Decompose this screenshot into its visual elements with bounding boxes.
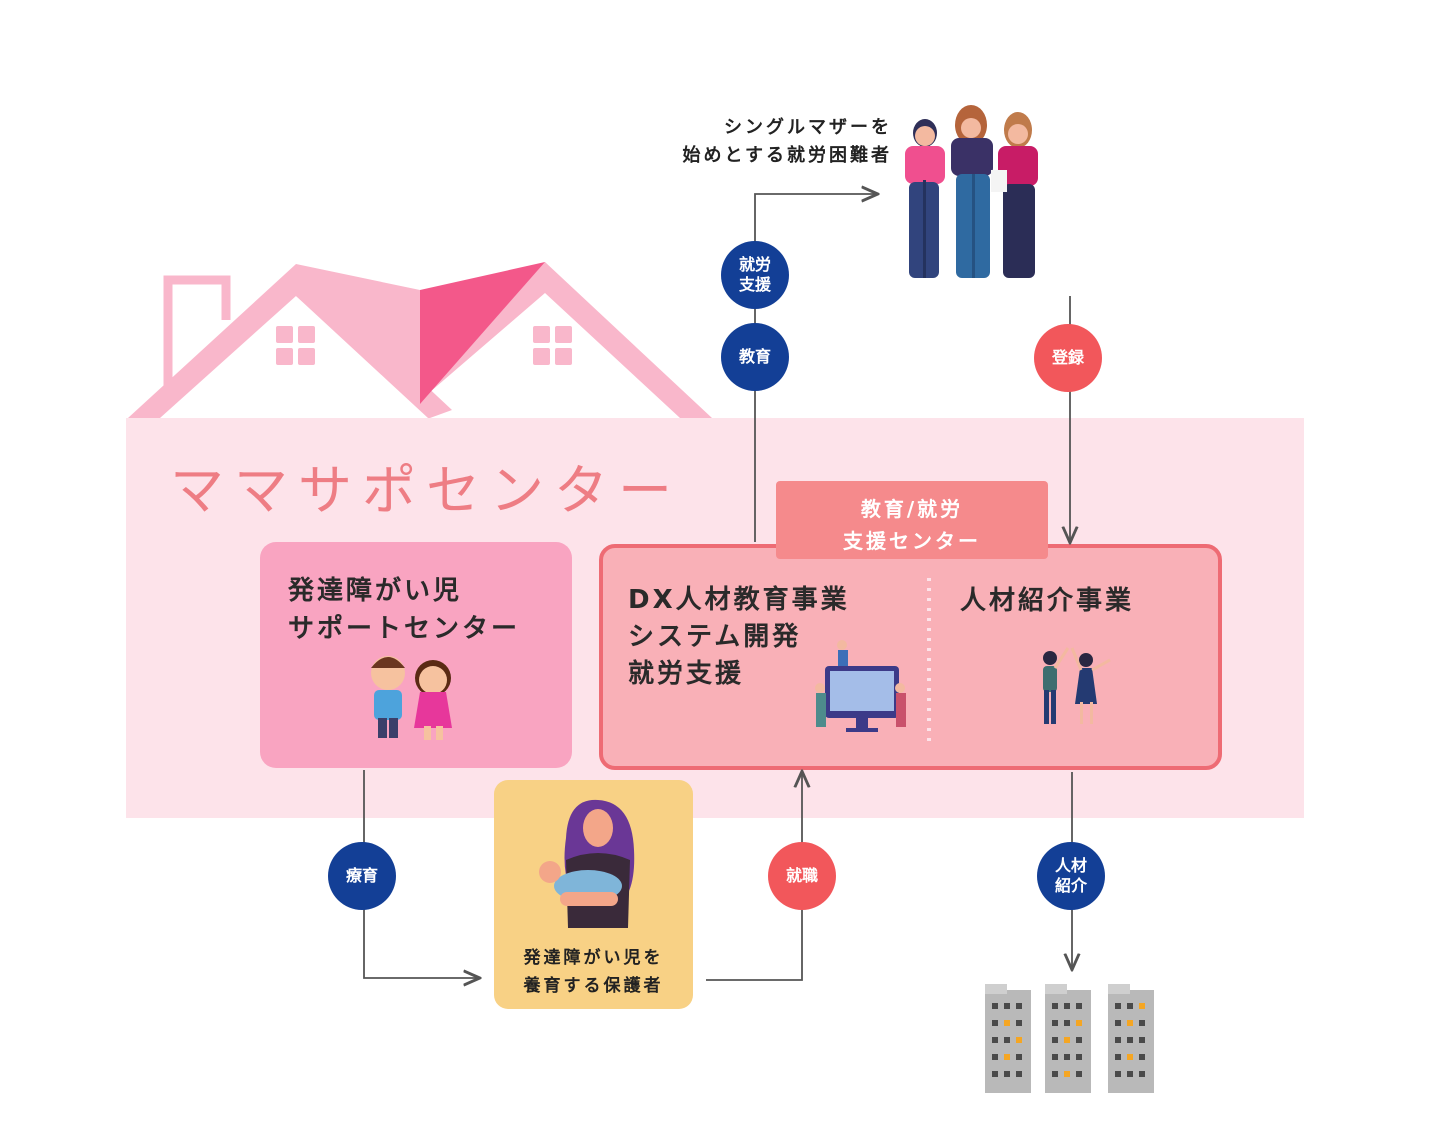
dx-service-education: DX人材教育事業 bbox=[628, 585, 850, 615]
dev-support-title: 発達障がい児 サポートセンター bbox=[288, 572, 520, 648]
guardian-label-line2: 養育する保護者 bbox=[523, 976, 664, 996]
dx-service-system-dev: システム開発 bbox=[628, 622, 802, 652]
dev-support-title-line2: サポートセンター bbox=[288, 614, 521, 644]
mother-baby-illustration bbox=[539, 799, 635, 928]
high-five-illustration bbox=[1043, 647, 1111, 724]
edu-center-tab-label: 教育/就労 支援センター bbox=[776, 493, 1048, 557]
kids-illustration bbox=[371, 656, 452, 740]
badge-job-support-line1: 就労 bbox=[738, 255, 771, 274]
badge-referral-line2: 紹介 bbox=[1054, 876, 1087, 895]
dx-services-list: DX人材教育事業 システム開発 就労支援 bbox=[628, 582, 850, 693]
house-roof bbox=[128, 262, 712, 418]
dx-service-job-support: 就労支援 bbox=[628, 659, 745, 689]
guardian-label: 発達障がい児を 養育する保護者 bbox=[494, 944, 693, 1000]
badge-referral-line1: 人材 bbox=[1054, 856, 1087, 875]
badge-therapy: 療育 bbox=[345, 866, 378, 885]
edu-center-tab-line1: 教育/就労 bbox=[860, 497, 964, 521]
center-title: ママサポセンター bbox=[170, 459, 682, 522]
badges bbox=[328, 241, 1105, 910]
target-people-line1: シングルマザーを bbox=[724, 117, 892, 138]
badge-referral: 人材 紹介 bbox=[1037, 856, 1105, 896]
target-people-line2: 始めとする就労困難者 bbox=[682, 145, 892, 166]
guardian-label-line1: 発達障がい児を bbox=[523, 948, 664, 968]
edu-center-tab-line2: 支援センター bbox=[843, 529, 981, 553]
hr-service-label: 人材紹介事業 bbox=[960, 586, 1135, 616]
badge-registration: 登録 bbox=[1051, 348, 1084, 367]
dev-support-title-line1: 発達障がい児 bbox=[288, 576, 463, 606]
badge-job-support: 就労 支援 bbox=[721, 255, 789, 295]
dev-support-box bbox=[260, 542, 572, 768]
edu-center-tab bbox=[776, 481, 1048, 559]
buildings-illustration bbox=[985, 984, 1154, 1093]
badge-employment: 就職 bbox=[785, 866, 818, 885]
target-people-label: シングルマザーを 始めとする就労困難者 bbox=[640, 114, 892, 170]
badge-education: 教育 bbox=[738, 347, 771, 366]
women-group-illustration bbox=[905, 105, 1038, 278]
badge-job-support-line2: 支援 bbox=[738, 275, 771, 294]
computer-illustration bbox=[815, 640, 906, 732]
